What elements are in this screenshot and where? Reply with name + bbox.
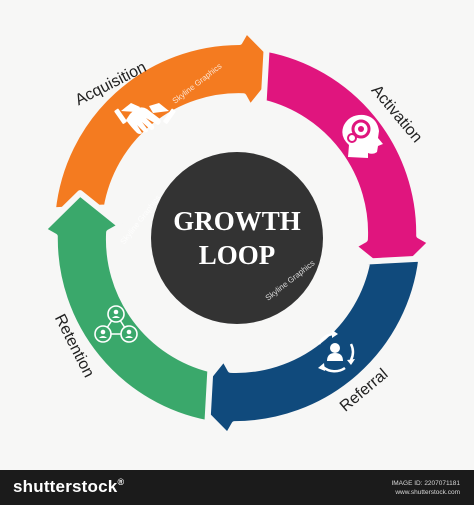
growth-loop-diagram: GROWTH LOOP Acquisition Activation Refer…	[39, 27, 435, 439]
center-circle	[151, 152, 323, 324]
brand-name: shutterstock	[13, 477, 118, 496]
handshake-icon	[114, 103, 176, 134]
center-title-line1: GROWTH	[173, 206, 301, 236]
referral-arrow	[188, 255, 425, 439]
acquisition-arrow	[49, 27, 286, 214]
head-gears-icon	[342, 114, 383, 158]
referral-cycle-icon	[317, 330, 355, 373]
brand-trademark: ®	[117, 477, 125, 487]
footer-bar: shutterstock® IMAGE ID: 2207071181 www.s…	[0, 470, 474, 505]
retention-arrow	[39, 190, 214, 427]
image-meta: IMAGE ID: 2207071181 www.shutterstock.co…	[391, 479, 460, 497]
shutterstock-logo: shutterstock®	[13, 477, 124, 497]
site-url: www.shutterstock.com	[395, 489, 460, 496]
image-id: IMAGE ID: 2207071181	[391, 480, 460, 487]
team-network-icon	[94, 305, 138, 343]
center-title-line2: LOOP	[199, 240, 276, 270]
activation-arrow	[260, 45, 435, 282]
